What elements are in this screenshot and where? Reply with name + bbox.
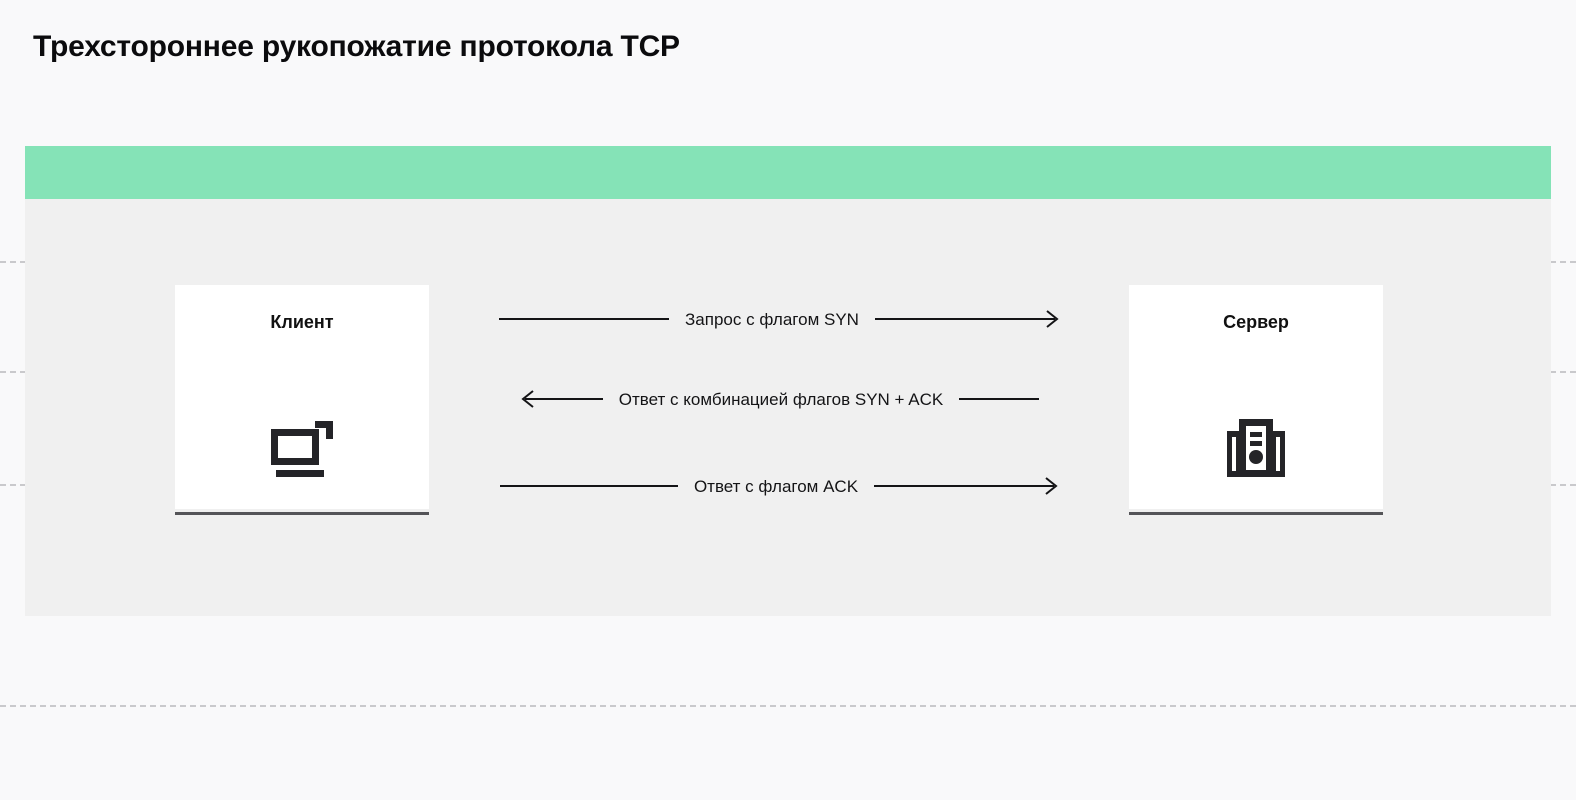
- tcp-handshake-figure: Клиент Сервер: [25, 146, 1551, 616]
- client-monitor-icon: [175, 421, 429, 477]
- node-client: Клиент: [175, 285, 429, 515]
- message-row-2: Ответ с комбинацией флагов SYN + ACK: [457, 384, 1103, 414]
- message-row-1: Запрос с флагом SYN: [457, 304, 1103, 334]
- message-row-3: Ответ с флагом ACK: [457, 471, 1103, 501]
- message-arrow-left-2: [521, 390, 603, 408]
- node-client-shadow: [175, 512, 429, 515]
- message-line-right-2: [959, 391, 1040, 407]
- node-server: Сервер: [1129, 285, 1383, 515]
- message-label-2: Ответ с комбинацией флагов SYN + ACK: [618, 389, 944, 409]
- message-arrow-right-1: [874, 310, 1061, 328]
- message-label-3: Ответ с флагом ACK: [693, 476, 859, 496]
- server-tower-icon: [1129, 419, 1383, 477]
- page-title: Трехстороннее рукопожатие протокола TCP: [33, 30, 680, 63]
- node-server-shadow: [1129, 512, 1383, 515]
- message-line-left-1: [499, 311, 670, 327]
- message-line-left-3: [499, 478, 678, 494]
- node-client-label: Клиент: [270, 312, 334, 332]
- node-server-label: Сервер: [1223, 312, 1289, 332]
- message-label-1: Запрос с флагом SYN: [685, 309, 859, 329]
- guide-line-4: [0, 705, 1576, 707]
- figure-accent-bar: [25, 146, 1551, 199]
- message-arrow-right-3: [874, 477, 1060, 495]
